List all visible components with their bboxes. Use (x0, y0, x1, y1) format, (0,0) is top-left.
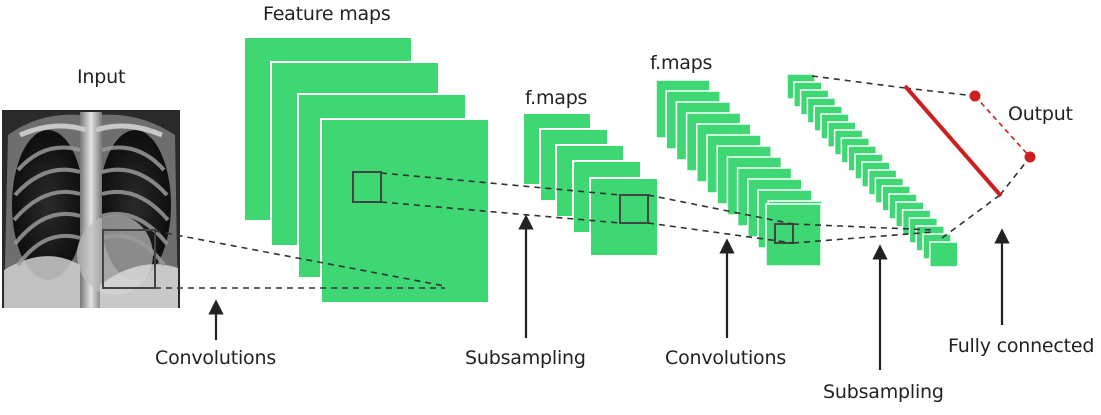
f-map (589, 177, 659, 257)
xray-input-image (2, 110, 180, 309)
f-map-window-2 (774, 223, 794, 244)
label-f-maps-1: f.maps (525, 87, 588, 109)
xray-receptive-field (102, 229, 156, 289)
projection-lines (154, 75, 1031, 289)
feature-map (320, 118, 490, 304)
feature-map-window (352, 171, 382, 203)
projection-line (904, 87, 976, 97)
label-output: Output (1008, 103, 1073, 125)
projection-line (792, 231, 935, 244)
label-input: Input (77, 66, 126, 88)
projection-line (792, 223, 935, 231)
feature-maps-stack (243, 36, 490, 304)
output-connection (974, 95, 1031, 158)
label-fully-connected: Fully connected (948, 335, 1095, 357)
projection-line (647, 194, 794, 225)
f-map-window (619, 194, 649, 224)
subsampled-stack (786, 73, 959, 268)
f-maps-stack-2 (655, 79, 823, 267)
label-f-maps-2: f.maps (650, 52, 713, 74)
label-subsampling-1: Subsampling (465, 347, 586, 369)
label-subsampling-2: Subsampling (823, 381, 944, 403)
projection-line (380, 201, 621, 224)
output-node (1024, 151, 1036, 163)
projection-line (941, 194, 1001, 239)
label-feature-maps: Feature maps (263, 3, 391, 25)
projection-line (647, 222, 794, 244)
label-convolutions-2: Convolutions (665, 347, 787, 369)
projection-line (154, 230, 446, 287)
projection-line (811, 75, 906, 89)
label-convolutions-1: Convolutions (155, 347, 277, 369)
output-node (969, 90, 981, 102)
fully-connected-layer (903, 84, 1003, 198)
f-maps-stack-1 (522, 112, 659, 257)
projection-line (380, 172, 621, 196)
subsampled-map (929, 241, 959, 268)
projection-line (999, 156, 1031, 196)
